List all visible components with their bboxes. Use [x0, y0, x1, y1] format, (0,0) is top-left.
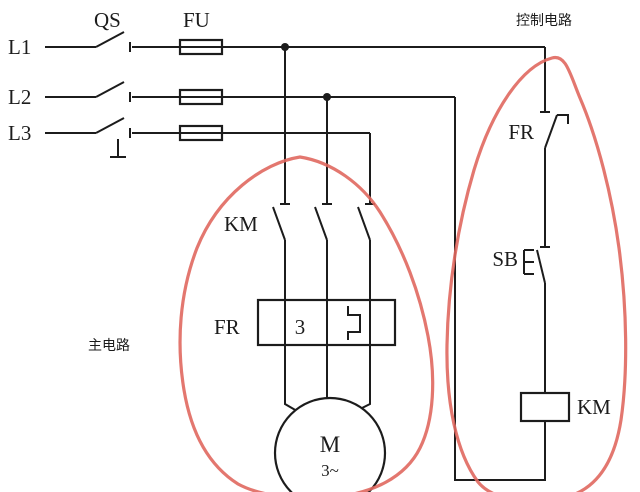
km-coil	[519, 391, 571, 423]
phase-label-l1: L1	[8, 35, 31, 59]
branch-wire-3	[359, 133, 371, 410]
fuse-l2-icon	[178, 88, 224, 106]
km-coil-label: KM	[577, 395, 611, 419]
qs-blade-l3-icon	[95, 117, 125, 134]
sb-blade-icon	[536, 249, 546, 284]
main-circuit-annotation	[178, 155, 435, 492]
control-circuit-region-label: 控制电路	[516, 12, 572, 28]
fr-heater-box	[256, 298, 397, 347]
fr-nc-contact	[540, 111, 569, 149]
sb-label: SB	[492, 247, 518, 271]
fr-relay-label: FR	[214, 315, 240, 339]
fuses	[178, 38, 224, 142]
km-coil-box	[519, 391, 571, 423]
qs-blade-l2-icon	[95, 81, 125, 98]
qs-blade-l1-icon	[95, 31, 125, 48]
fuse-l3-icon	[178, 124, 224, 142]
km-contact-1-icon	[272, 203, 290, 241]
fr-contact-blade-icon	[544, 114, 558, 149]
heater-element-icon	[347, 306, 361, 340]
branch-wire-1	[284, 47, 298, 412]
main-branch-wires	[284, 47, 371, 412]
phase-label-l2: L2	[8, 85, 31, 109]
motor-phase-label: 3~	[321, 461, 339, 480]
control-loop-wire	[454, 47, 546, 481]
phase-label-l3: L3	[8, 121, 31, 145]
fu-label: FU	[183, 8, 210, 32]
fr-contact-label: FR	[508, 120, 534, 144]
sb-pushbutton	[523, 246, 550, 284]
fuse-l1-icon	[178, 38, 224, 56]
qs-handle-icon	[110, 139, 126, 158]
annotations	[178, 55, 628, 492]
fr-element-count-label: 3	[295, 315, 306, 339]
km-contact-3-icon	[357, 203, 375, 241]
main-circuit-region-label: 主电路	[88, 337, 130, 353]
qs-switch	[95, 31, 131, 158]
km-contact-2-icon	[314, 203, 332, 241]
fr-thermal-relay	[256, 298, 397, 347]
control-circuit-wires	[454, 47, 546, 481]
control-circuit-annotation	[445, 55, 628, 492]
qs-label: QS	[94, 8, 121, 32]
motor-letter-label: M	[320, 432, 340, 457]
motor	[273, 396, 387, 492]
motor-circle	[273, 396, 387, 492]
sb-actuator-icon	[523, 249, 534, 275]
fr-contact-hook-icon	[557, 114, 569, 124]
km-main-contacts	[272, 203, 375, 241]
km-contacts-label: KM	[224, 212, 258, 236]
